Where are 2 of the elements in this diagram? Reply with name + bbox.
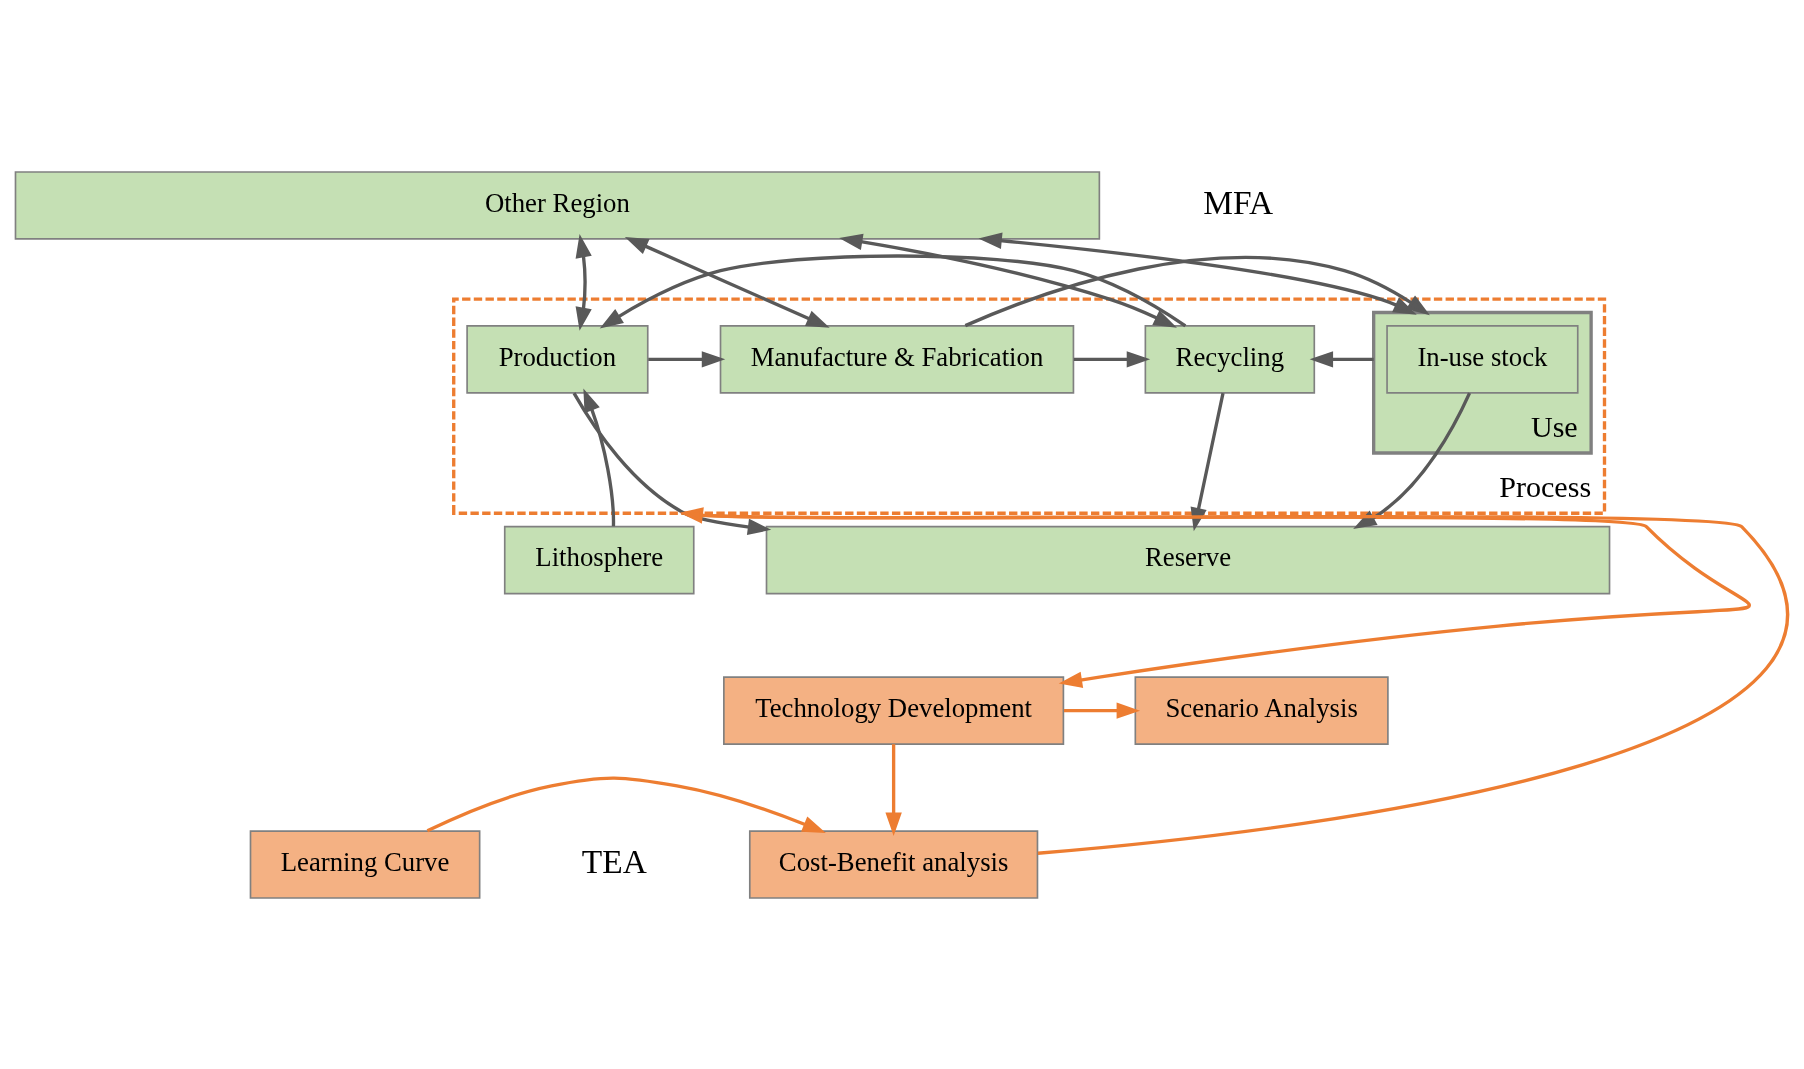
label: TEA [581,842,647,880]
label: MFA [1203,183,1274,221]
